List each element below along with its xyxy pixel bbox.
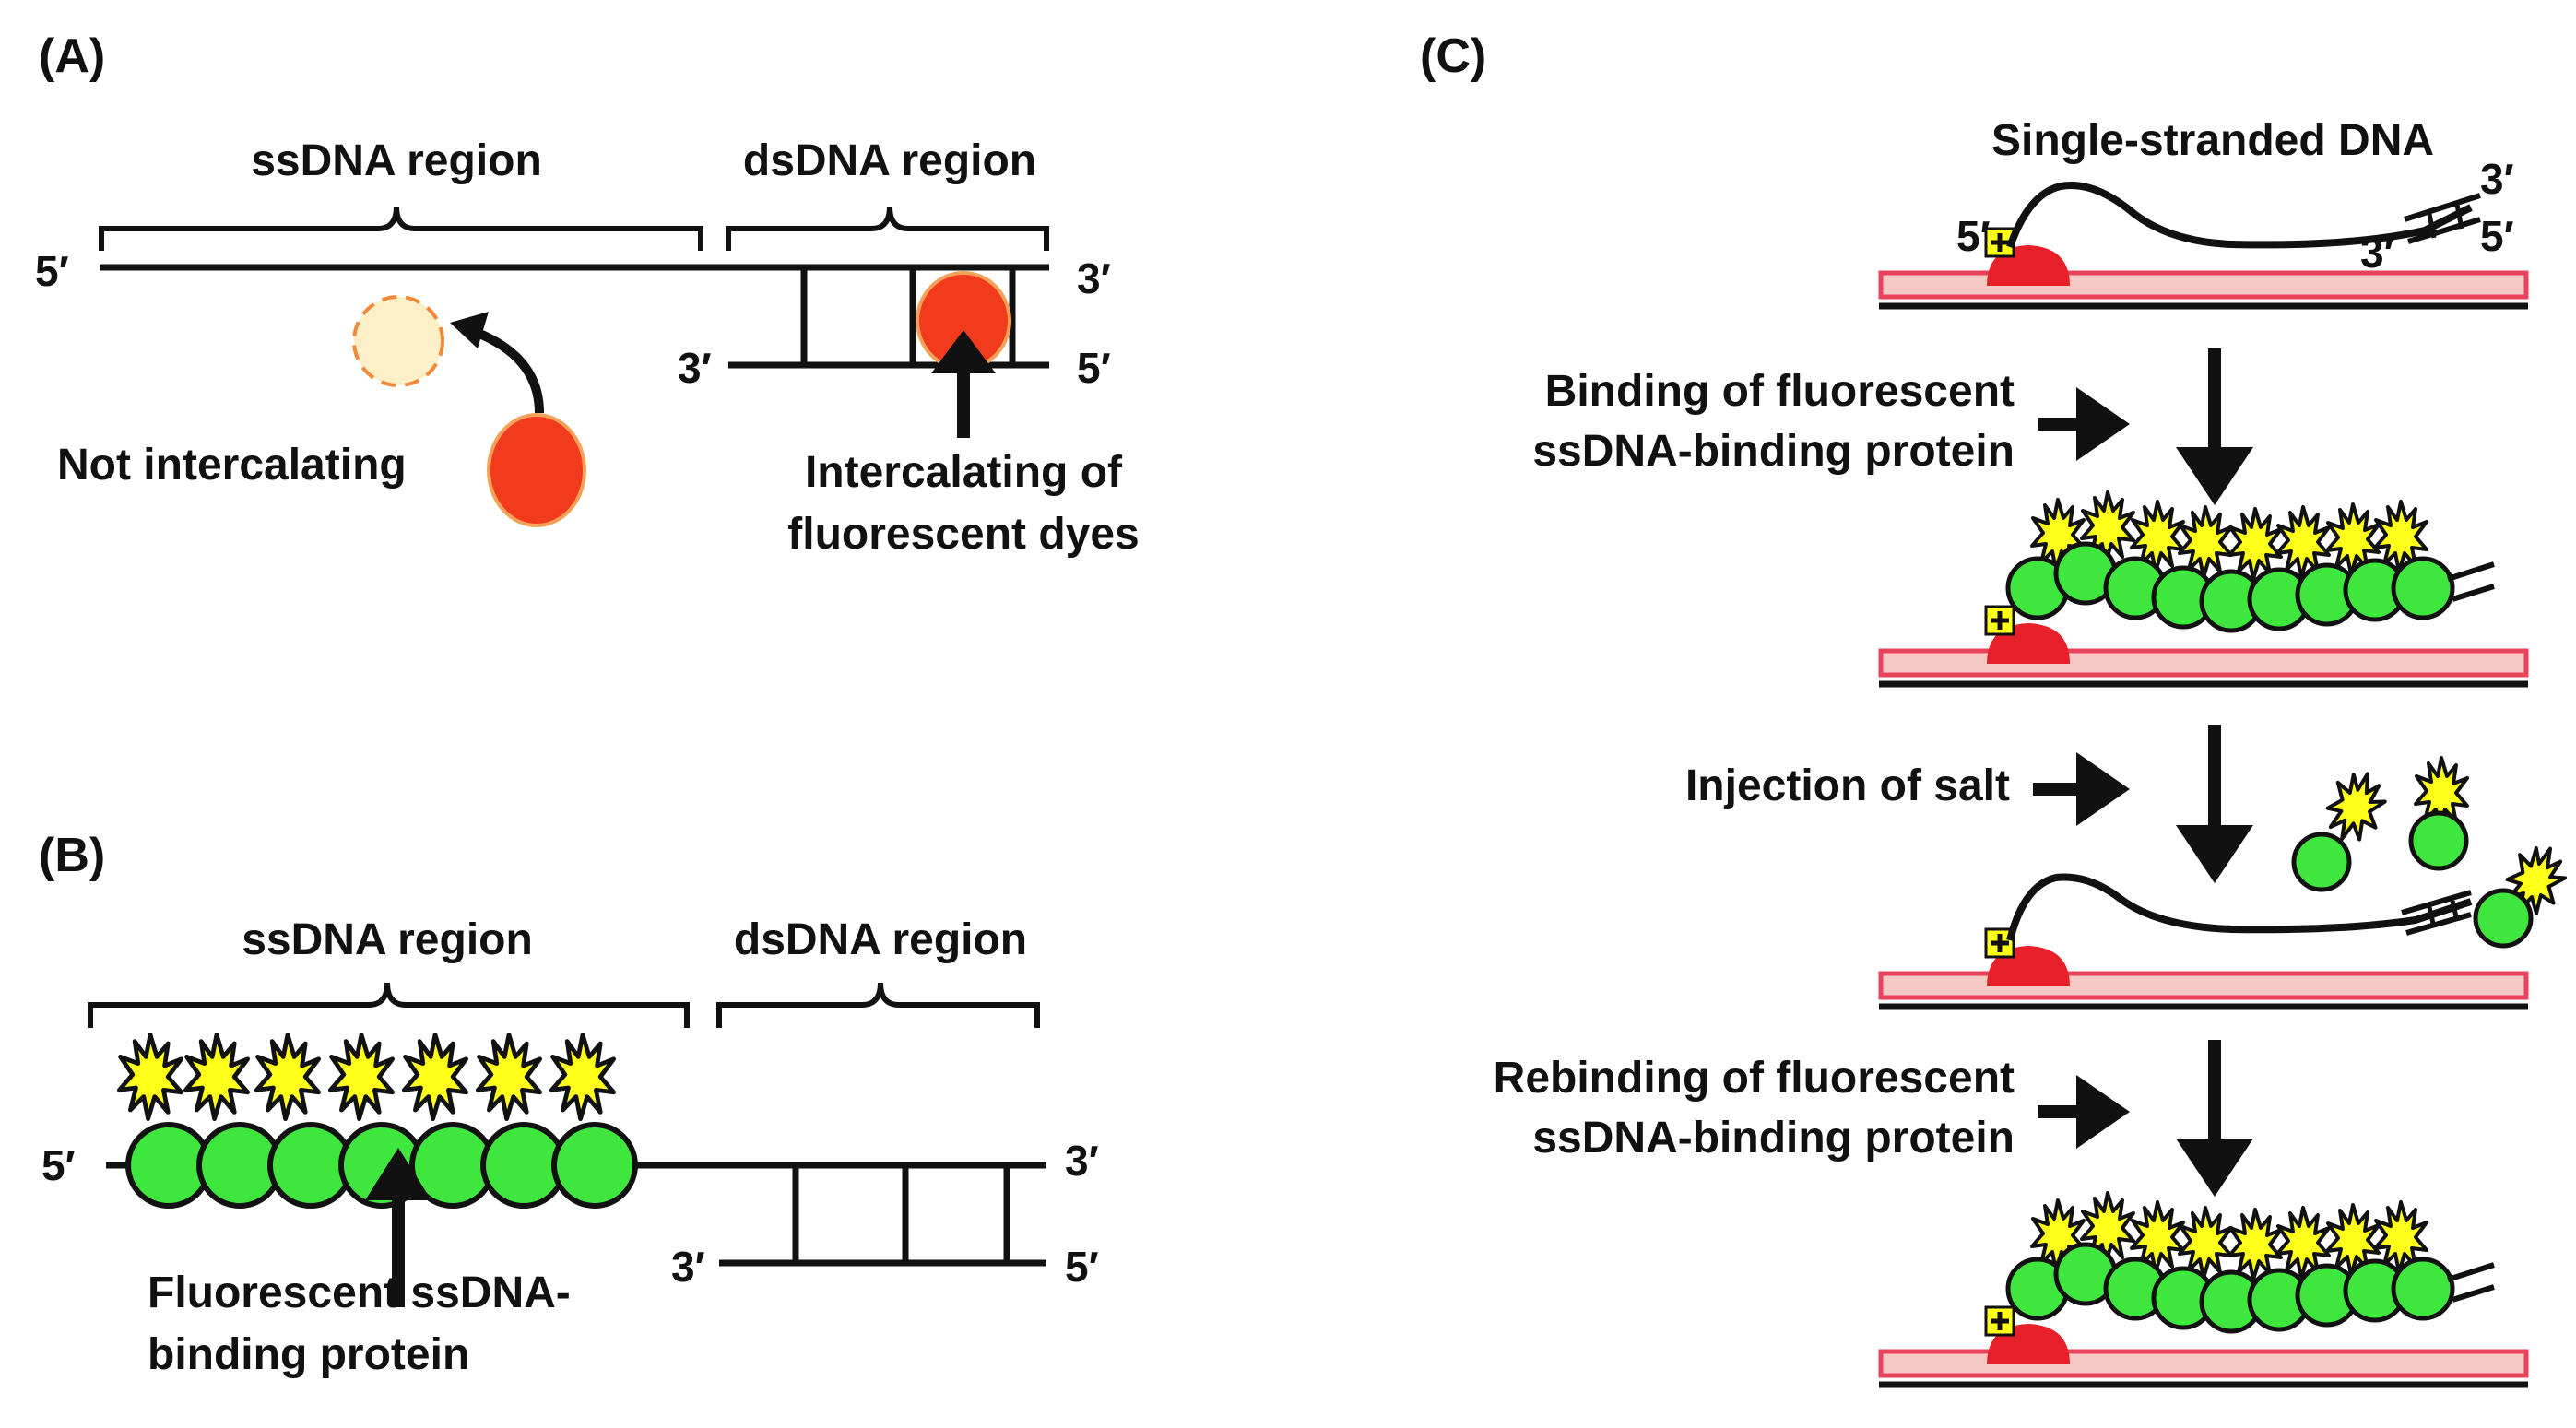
a-top-left-prime: 5′	[35, 247, 69, 295]
step1-label-2: ssDNA-binding protein	[1532, 427, 2015, 476]
protein-label-1: Fluorescent ssDNA-	[148, 1269, 571, 1317]
step2-horizontal-arrow-head	[2076, 752, 2130, 826]
hairpin-line	[2452, 584, 2495, 602]
released-protein	[2473, 835, 2576, 949]
b-protein-train	[119, 1034, 638, 1209]
c-prime-3-inner: 3′	[2360, 229, 2394, 277]
step1-down-arrow-head	[2176, 447, 2253, 505]
b-dsdna-region-label: dsDNA region	[734, 915, 1027, 964]
protein-bead	[2291, 832, 2352, 892]
spark-icon	[256, 1034, 318, 1118]
intercalating-arrow-head	[931, 330, 996, 373]
hairpin-line	[2447, 561, 2495, 582]
protein-bead	[2393, 559, 2452, 618]
step3-label-2: ssDNA-binding protein	[1532, 1114, 2015, 1162]
intercalating-label-2: fluorescent dyes	[787, 510, 1139, 559]
b-ssdna-region-label: ssDNA region	[242, 915, 533, 964]
hairpin-line	[2405, 912, 2472, 936]
ghost-dye	[352, 295, 444, 387]
hairpin-line	[2401, 890, 2472, 915]
b-top-right-prime: 3′	[1065, 1137, 1099, 1185]
spark-icon	[185, 1034, 247, 1118]
ssdna-strand-2	[2006, 873, 2473, 941]
ssdna-region-brace	[99, 206, 703, 251]
step2-down-arrow-head	[2176, 825, 2253, 883]
dsdna-region-label: dsDNA region	[743, 136, 1036, 185]
surface-4	[1879, 1351, 2528, 1385]
anchor-icon	[1986, 929, 2070, 986]
panel-b-label: (B)	[39, 829, 105, 882]
a-bottom-right-prime: 5′	[1077, 344, 1111, 392]
intercalating-label-1: Intercalating of	[805, 448, 1123, 497]
a-top-right-prime: 3′	[1077, 254, 1111, 302]
b-dsdna-region-brace	[716, 982, 1040, 1028]
ssdna-region-label: ssDNA region	[251, 136, 542, 185]
c-prime-3-right-top: 3′	[2480, 155, 2514, 203]
step1-horizontal-arrow-head	[2076, 387, 2130, 461]
b-bottom-left-prime: 3′	[671, 1243, 705, 1291]
a-bottom-left-prime: 3′	[678, 344, 712, 392]
surface-2	[1879, 651, 2528, 684]
step3-down-arrow-head	[2176, 1139, 2253, 1197]
hairpin-rung	[2427, 906, 2437, 928]
b-top-left-prime: 5′	[41, 1141, 76, 1189]
not-intercalating-label: Not intercalating	[57, 441, 407, 490]
hairpin-rung	[2450, 900, 2460, 922]
not-intercalating-arrow	[468, 325, 544, 414]
protein-bead	[2408, 810, 2469, 871]
spark-icon	[119, 1034, 181, 1118]
surface-1	[1879, 273, 2528, 306]
b-ssdna-region-brace	[88, 982, 690, 1028]
protein-label-2: binding protein	[148, 1330, 469, 1379]
step3-horizontal-arrow-head	[2076, 1075, 2130, 1149]
protein-bead	[2473, 888, 2534, 949]
step1-label-1: Binding of fluorescent	[1545, 367, 2015, 416]
spark-icon	[330, 1034, 392, 1118]
panel-a-label: (A)	[39, 30, 105, 83]
spark-icon	[551, 1034, 613, 1118]
protein-bead	[2393, 1259, 2452, 1318]
released-protein	[2291, 762, 2394, 892]
spark-icon	[404, 1034, 466, 1118]
hairpin-line	[2452, 1284, 2495, 1303]
spark-icon	[478, 1034, 539, 1118]
hairpin-rung	[2427, 213, 2437, 239]
surface-3	[1879, 974, 2528, 1007]
panel-c: (C) Single-stranded DNA 5′ 3′ 5′ 3′ Bind…	[1420, 30, 2576, 1385]
hairpin-rung	[2454, 204, 2464, 230]
released-protein	[2408, 756, 2469, 871]
anchor-icon	[1986, 229, 2070, 286]
c-protein-train-1	[2008, 490, 2452, 631]
hairpin-line	[2404, 193, 2481, 222]
panel-a: (A) ssDNA region dsDNA region 5′ 3′ 3′ 5…	[35, 30, 1140, 559]
free-dye	[487, 413, 586, 527]
ssdna-title: Single-stranded DNA	[1991, 116, 2434, 165]
hairpin-line	[2447, 1262, 2495, 1282]
c-prime-5-left: 5′	[1956, 212, 1991, 260]
dsdna-region-brace	[726, 206, 1049, 251]
c-protein-train-2	[2008, 1191, 2452, 1331]
hairpin-line	[2407, 217, 2481, 244]
panel-c-label: (C)	[1420, 30, 1486, 83]
b-protein-arrow-head	[365, 1148, 431, 1200]
b-bottom-right-prime: 5′	[1065, 1243, 1099, 1291]
ssdna-strand-1	[2006, 182, 2473, 249]
step3-label-1: Rebinding of fluorescent	[1494, 1054, 2015, 1103]
protein-bead	[551, 1122, 638, 1209]
c-prime-5-right: 5′	[2480, 212, 2514, 260]
panel-b: (B) ssDNA region dsDNA region 5′ 3′ 3′ 5…	[39, 829, 1099, 1379]
not-intercalating-arrow-head	[450, 312, 489, 348]
step2-label: Injection of salt	[1685, 761, 2010, 810]
